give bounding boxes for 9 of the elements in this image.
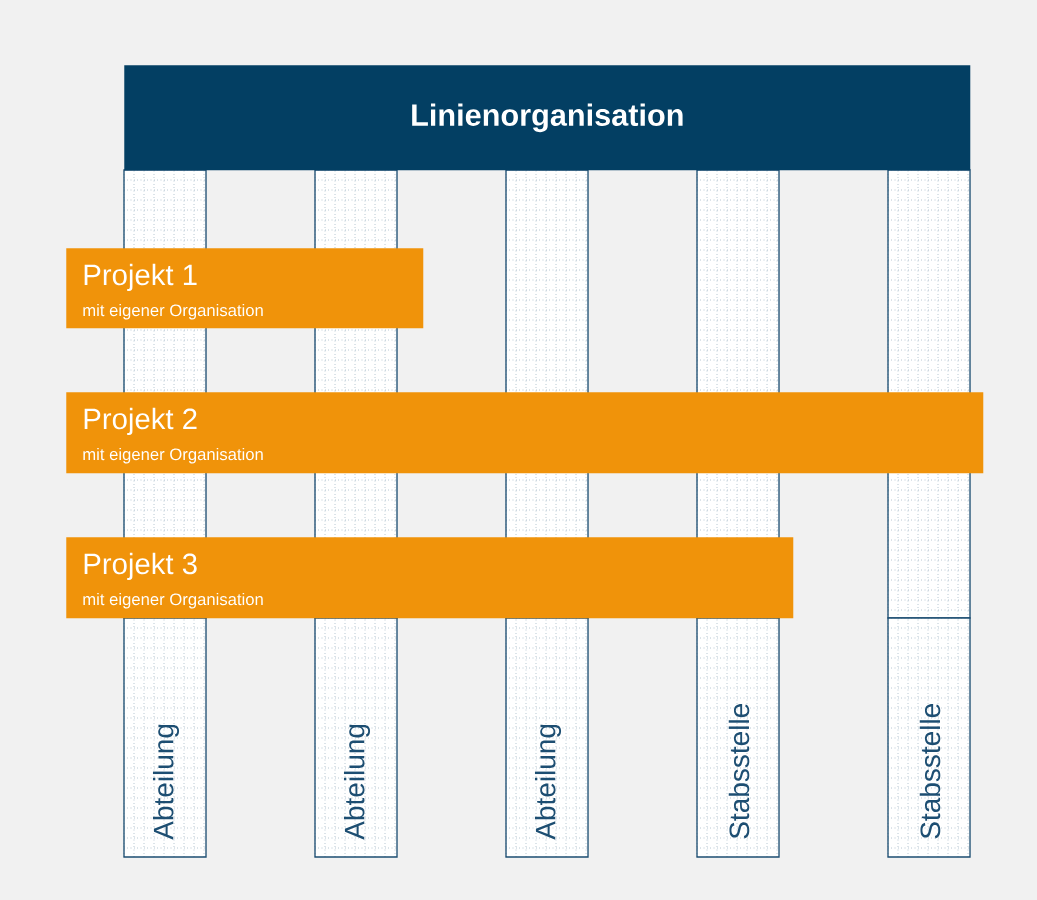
project-bar: Projekt 1 mit eigener Organisation <box>66 248 424 329</box>
project-bar: Projekt 2 mit eigener Organisation <box>66 392 984 474</box>
column-box: Stabsstelle <box>887 617 971 858</box>
column-box: Abteilung <box>505 617 589 858</box>
header-band: Linienorganisation <box>124 65 971 171</box>
column-box: Abteilung <box>314 617 398 858</box>
project-bar: Projekt 3 mit eigener Organisation <box>66 537 794 619</box>
column-box: Stabsstelle <box>696 617 780 858</box>
column-box: Abteilung <box>123 617 207 858</box>
